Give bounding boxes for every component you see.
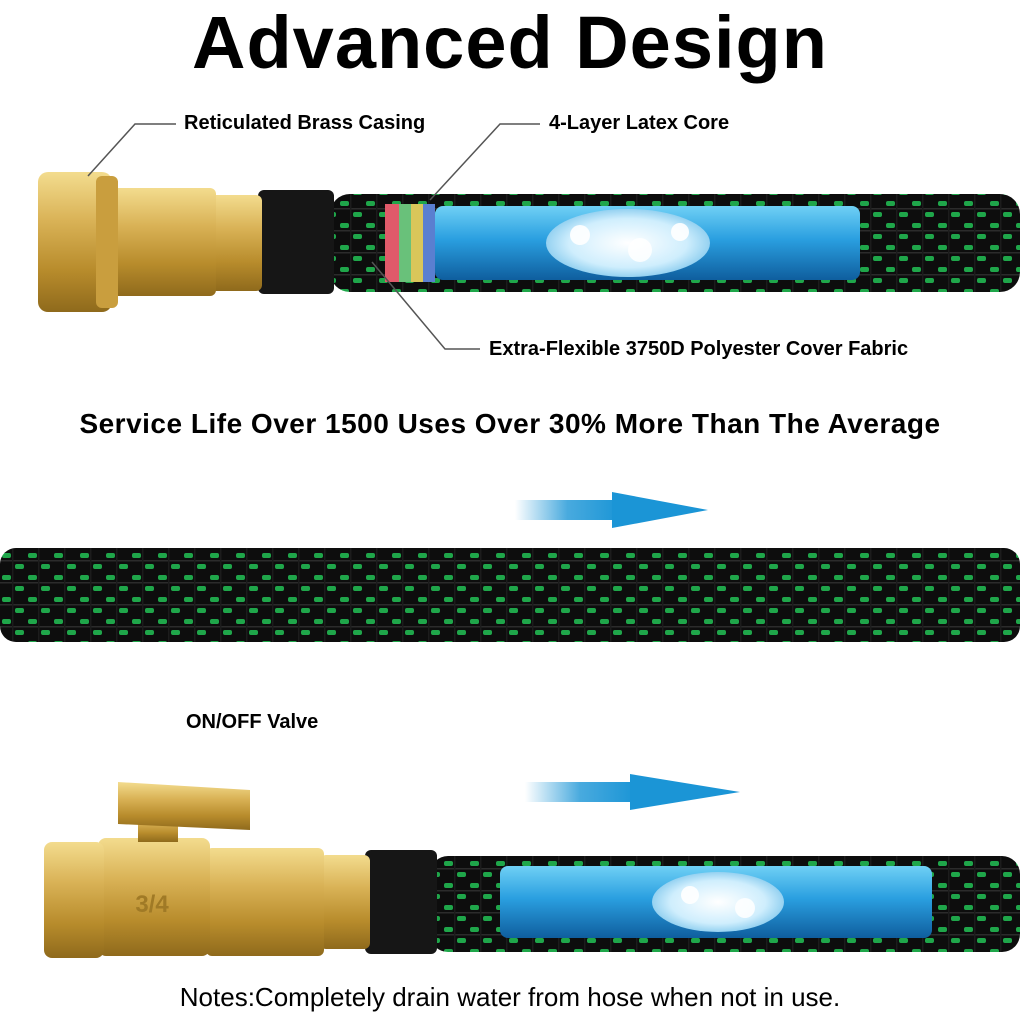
valve-lever <box>118 782 250 830</box>
top-hose <box>330 194 1020 292</box>
valve-label: ON/OFF Valve <box>186 711 319 733</box>
cover-fabric-leader <box>371 261 480 350</box>
brass-valve-connector <box>44 782 370 958</box>
service-life-headline: Service Life Over 1500 Uses Over 30% Mor… <box>79 408 941 439</box>
bottom-hose <box>430 856 1020 952</box>
cover-fabric-label: Extra-Flexible 3750D Polyester Cover Fab… <box>489 338 909 360</box>
brass-casing-label: Reticulated Brass Casing <box>184 112 426 134</box>
flow-arrow-middle <box>515 492 708 528</box>
notes-text: Notes:Completely drain water from hose w… <box>179 982 841 1012</box>
water-splash <box>546 209 710 277</box>
latex-core-leader <box>429 123 540 201</box>
flow-arrow-bottom <box>525 774 740 810</box>
brass-casing-leader <box>87 123 176 177</box>
fitting-marking: 3/4 <box>135 891 169 918</box>
page-title: Advanced Design <box>192 1 828 84</box>
brass-connector-top <box>38 172 262 312</box>
rubber-collar <box>258 190 334 294</box>
latex-core-label: 4-Layer Latex Core <box>549 112 730 134</box>
middle-hose <box>0 548 1020 642</box>
rubber-collar-bottom <box>365 850 437 954</box>
